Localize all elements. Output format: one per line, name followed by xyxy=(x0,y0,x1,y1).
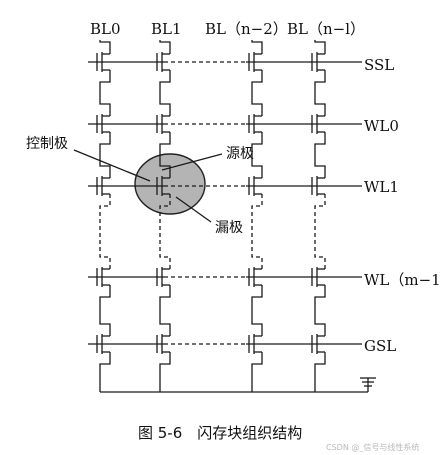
string-bottom-1 xyxy=(159,352,171,392)
bitline-top-1 xyxy=(159,40,171,54)
string-link-3-1 xyxy=(314,132,326,178)
string-link-0-1 xyxy=(99,132,111,178)
string-bottom-2 xyxy=(251,352,263,392)
figure-caption: 图 5-6 闪存块组织结构 xyxy=(138,424,302,442)
string-link-0-3 xyxy=(99,285,111,336)
watermark: CSDN @_信号与线性系统 xyxy=(326,442,419,452)
leader-source xyxy=(161,153,223,171)
row-label-wl1: WL1 xyxy=(364,178,399,196)
string-link-2-0 xyxy=(251,70,263,116)
leader-control-gate xyxy=(73,149,151,182)
bitline-label-n-2: BL（n−2） xyxy=(205,20,288,38)
row-label-wl-m-1: WL（m−1 xyxy=(364,271,441,289)
string-link-3-3 xyxy=(314,285,326,336)
bitline-label-1: BL1 xyxy=(151,20,182,38)
bitline-top-0 xyxy=(99,40,111,54)
string-bottom-0 xyxy=(99,352,111,392)
row-label-gsl: GSL xyxy=(364,337,396,355)
string-bottom-3 xyxy=(314,352,326,392)
string-link-3-2 xyxy=(314,194,326,269)
string-link-2-3 xyxy=(251,285,263,336)
bitline-label-0: BL0 xyxy=(90,20,121,38)
string-link-1-3 xyxy=(159,285,171,336)
bitline-top-2 xyxy=(251,40,263,54)
string-link-2-1 xyxy=(251,132,263,178)
callout-control-gate: 控制极 xyxy=(26,136,68,152)
string-link-1-2 xyxy=(159,194,171,269)
row-label-wl0: WL0 xyxy=(364,117,399,135)
cell-highlight-ellipse xyxy=(134,153,206,215)
leader-drain xyxy=(175,196,212,223)
callout-source: 源极 xyxy=(226,146,254,162)
row-label-ssl: SSL xyxy=(364,56,394,74)
callout-drain: 漏极 xyxy=(215,220,243,236)
string-link-2-2 xyxy=(251,194,263,269)
string-link-0-2 xyxy=(99,194,111,269)
bitline-label-n-1: BL（n−l） xyxy=(287,20,365,38)
bitline-top-3 xyxy=(314,40,326,54)
string-link-3-0 xyxy=(314,70,326,116)
string-link-1-1 xyxy=(159,132,171,178)
string-link-0-0 xyxy=(99,70,111,116)
string-link-1-0 xyxy=(159,70,171,116)
